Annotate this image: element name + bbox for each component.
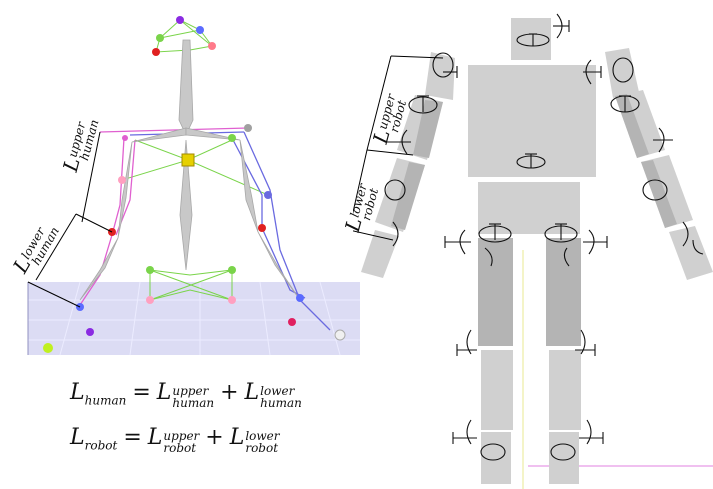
robot-torso: [468, 65, 596, 177]
floor-plane: [28, 282, 360, 355]
neck-bone: [178, 39, 194, 136]
robot-right-arm: [605, 48, 713, 280]
robot-model-diagram: [353, 13, 713, 489]
joint-rotation-symbols: [384, 13, 704, 461]
robot-left-leg: [478, 238, 513, 484]
robot-right-leg: [546, 238, 581, 484]
human-skeleton-diagram: [27, 16, 360, 356]
robot-left-arm: [361, 52, 455, 278]
